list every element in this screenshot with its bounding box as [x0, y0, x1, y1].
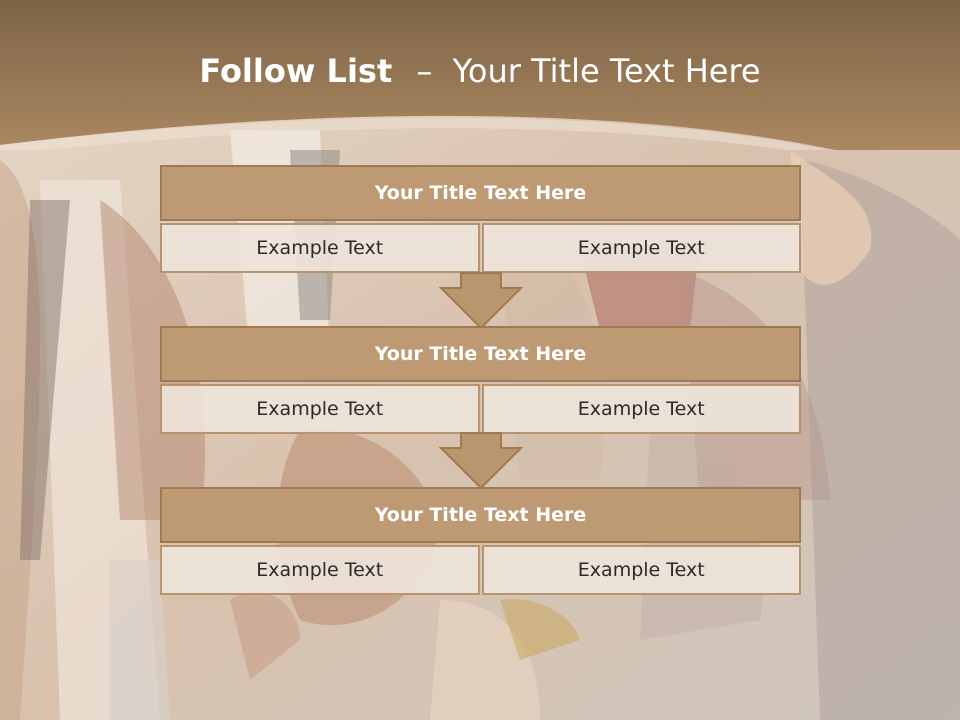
list-block-1: Your Title Text Here Example Text Exampl…: [160, 165, 801, 273]
block-cell-right: Example Text: [481, 545, 801, 595]
slide-title: Follow List – Your Title Text Here: [0, 52, 960, 90]
block-cell-left: Example Text: [160, 545, 480, 595]
down-arrow-icon: [439, 432, 523, 490]
block-cell-left: Example Text: [160, 223, 480, 273]
down-arrow-icon: [439, 272, 523, 330]
list-block-2: Your Title Text Here Example Text Exampl…: [160, 326, 801, 434]
title-rest: Your Title Text Here: [452, 52, 761, 90]
block-title: Your Title Text Here: [160, 165, 801, 221]
block-row: Example Text Example Text: [160, 223, 801, 273]
block-title: Your Title Text Here: [160, 487, 801, 543]
title-separator: –: [416, 52, 433, 90]
block-cell-right: Example Text: [481, 384, 801, 434]
block-row: Example Text Example Text: [160, 545, 801, 595]
block-cell-left: Example Text: [160, 384, 480, 434]
block-cell-right: Example Text: [481, 223, 801, 273]
title-bold: Follow List: [199, 52, 393, 90]
list-block-3: Your Title Text Here Example Text Exampl…: [160, 487, 801, 595]
header-band: [0, 0, 960, 150]
block-title: Your Title Text Here: [160, 326, 801, 382]
block-row: Example Text Example Text: [160, 384, 801, 434]
